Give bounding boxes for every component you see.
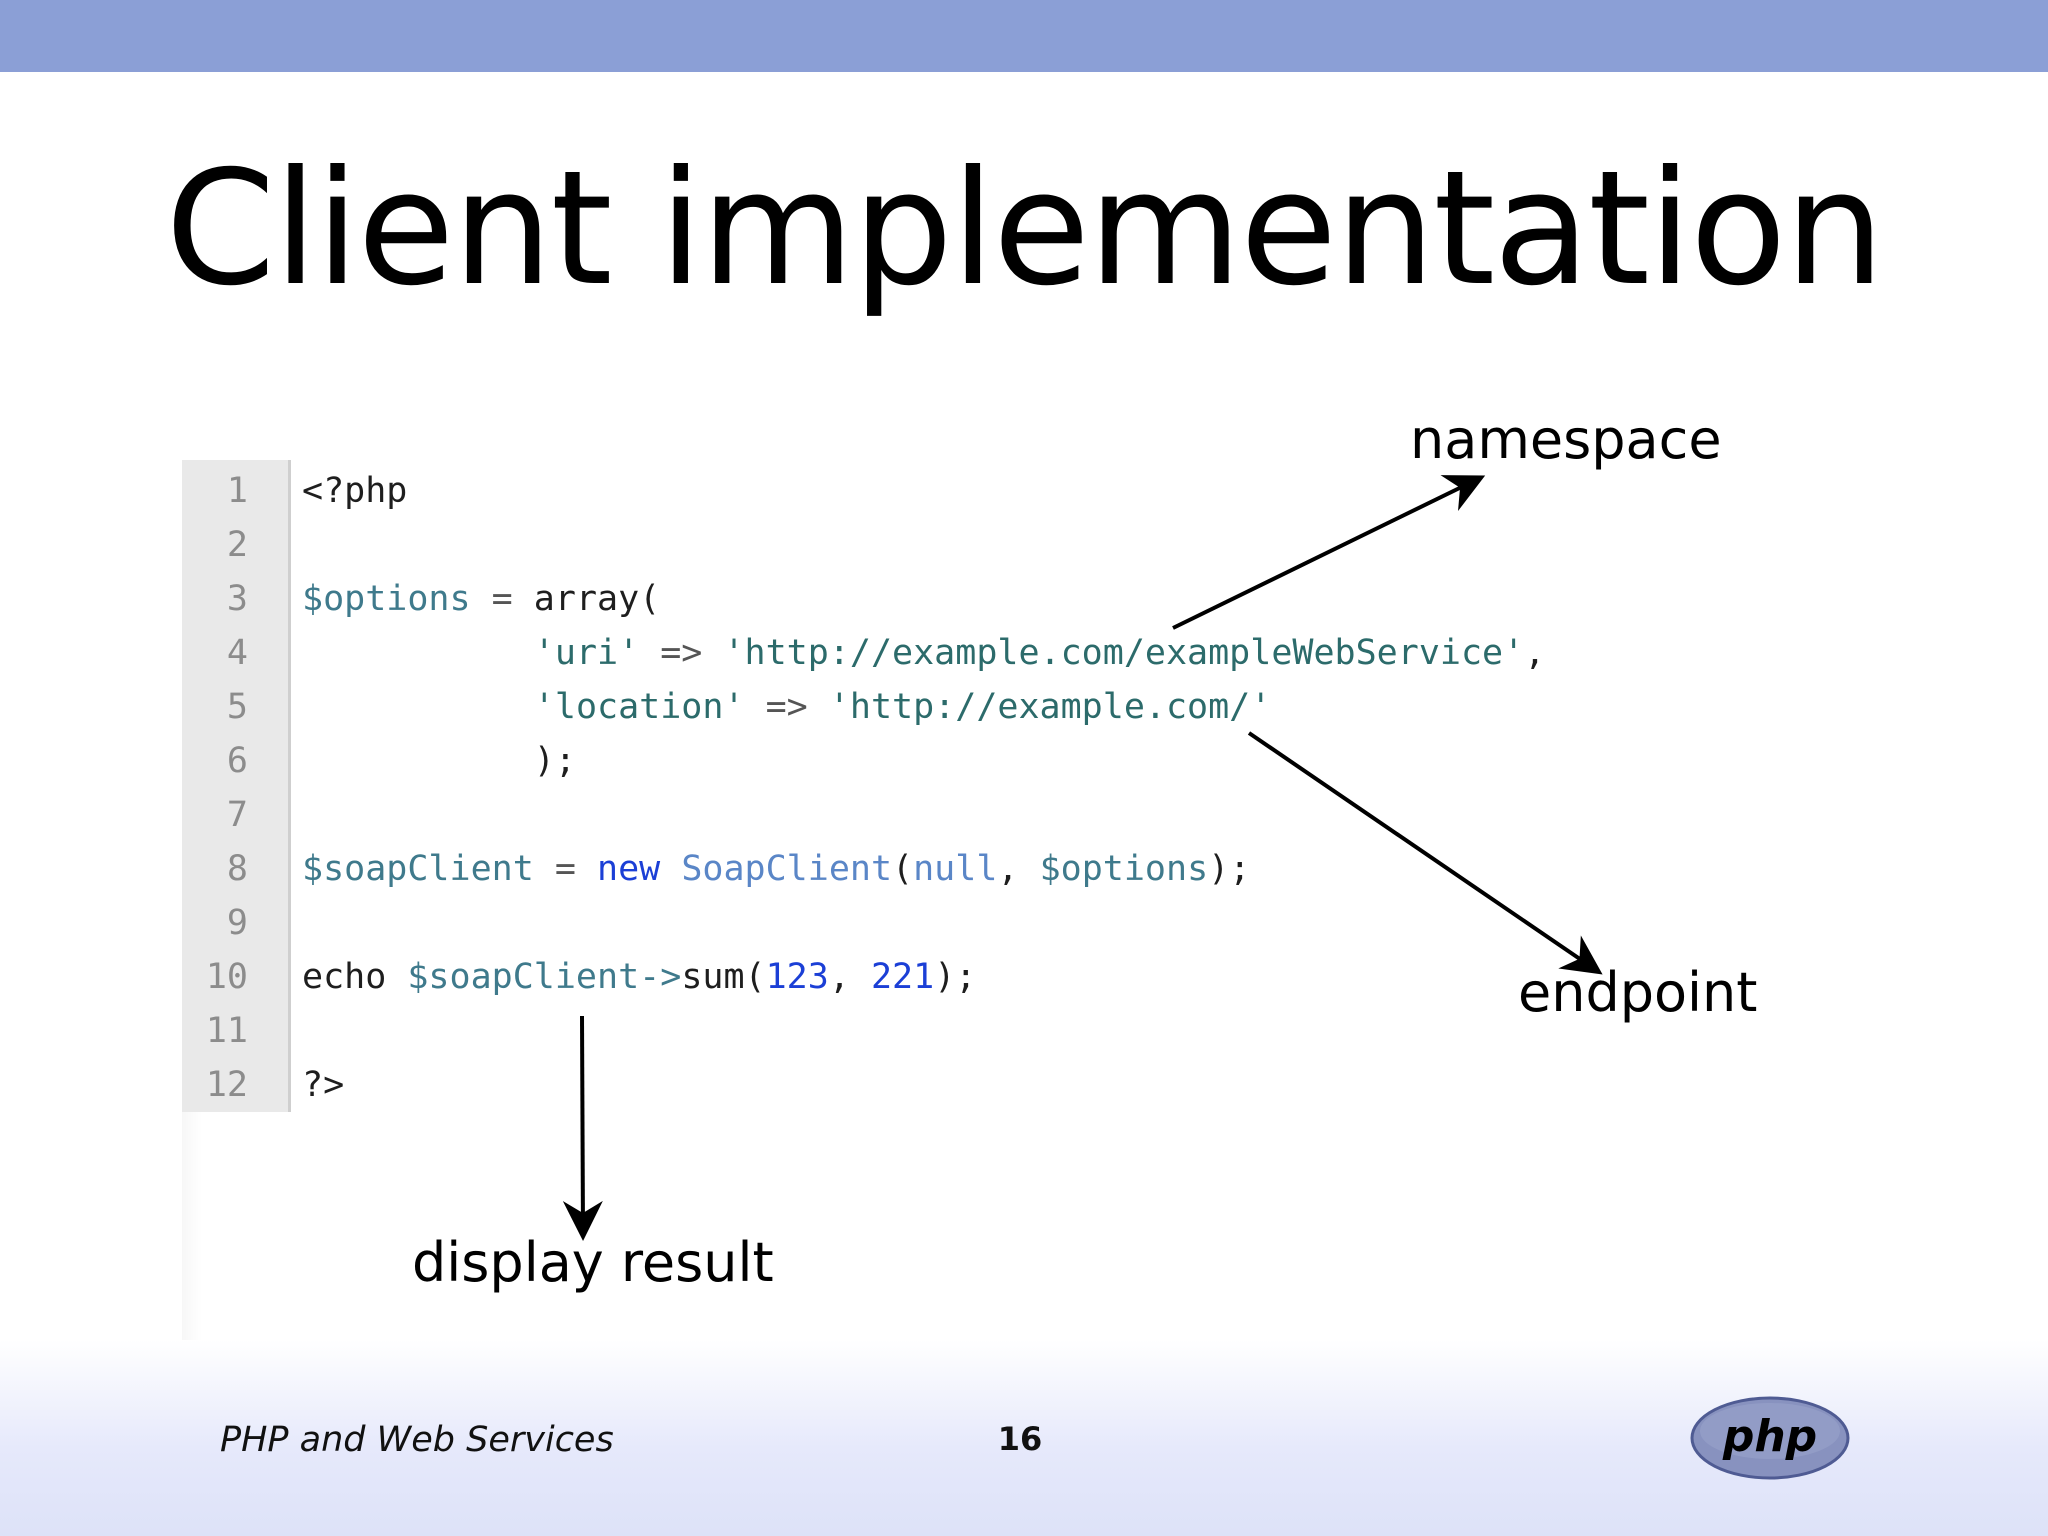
code-punct: , (997, 849, 1040, 889)
code-line-5: 'location' => 'http://example.com/' (302, 680, 1272, 734)
line-number: 1 (226, 471, 248, 511)
slide-title: Client implementation (165, 137, 1885, 321)
code-string: 'http://example.com/' (828, 687, 1272, 727)
code-line-1: <?php (302, 464, 407, 518)
line-number: 8 (226, 849, 248, 889)
code-echo: echo (302, 957, 408, 997)
php-logo-icon: php (1690, 1396, 1850, 1480)
line-number-gutter: 1 2 3 4 5 6 7 8 9 10 11 12 (182, 460, 291, 1112)
php-open-tag: <?php (302, 471, 408, 511)
code-op: = (533, 849, 598, 889)
code-punct: ); (1208, 849, 1251, 889)
line-number: 12 (205, 1065, 248, 1105)
display-result-arrow (562, 1015, 603, 1241)
line-number: 4 (226, 633, 248, 673)
line-number: 7 (226, 795, 248, 835)
line-number: 10 (205, 957, 248, 997)
namespace-arrow (1172, 475, 1486, 630)
code-string: 'http://example.com/exampleWebService' (723, 633, 1525, 673)
code-punct: ); (934, 957, 977, 997)
line-number: 3 (226, 579, 248, 619)
code-line-10: echo $soapClient->sum(123, 221); (302, 950, 976, 1004)
line-number: 6 (226, 741, 248, 781)
code-fn: array( (533, 579, 661, 619)
code-null: null (913, 849, 998, 889)
page-number: 16 (997, 1420, 1043, 1458)
code-op: => (744, 687, 829, 727)
code-keyword: new (597, 849, 661, 889)
footer-title: PHP and Web Services (220, 1420, 614, 1460)
namespace-label: namespace (1410, 408, 1722, 471)
top-bar (0, 0, 2048, 72)
code-string: 'location' (533, 687, 745, 727)
code-punct: ); (533, 741, 576, 781)
code-op: => (639, 633, 724, 673)
code-punct: ( (892, 849, 914, 889)
code-class: SoapClient (681, 849, 893, 889)
php-logo-text: php (1722, 1411, 1817, 1462)
line-number: 11 (205, 1011, 248, 1051)
php-close-tag: ?> (302, 1065, 345, 1105)
line-number: 9 (226, 903, 248, 943)
line-number: 5 (226, 687, 248, 727)
code-line-12: ?> (302, 1058, 344, 1112)
code-var: $options (1039, 849, 1209, 889)
code-number: 123 (765, 957, 829, 997)
code-line-3: $options = array( (302, 572, 660, 626)
code-punct: , (828, 957, 871, 997)
code-var: $soapClient (302, 849, 534, 889)
code-line-8: $soapClient = new SoapClient(null, $opti… (302, 842, 1250, 896)
endpoint-label: endpoint (1518, 961, 1758, 1024)
endpoint-arrow (1247, 731, 1603, 975)
code-string: 'uri' (533, 633, 640, 673)
code-op: -> (639, 957, 682, 997)
display-result-label: display result (412, 1231, 774, 1294)
line-number: 2 (226, 525, 248, 565)
code-var: $options (302, 579, 471, 619)
code-line-4: 'uri' => 'http://example.com/exampleWebS… (302, 626, 1545, 680)
code-punct: , (1524, 633, 1546, 673)
code-fn: sum( (681, 957, 766, 997)
code-op: = (470, 579, 534, 619)
code-number: 221 (870, 957, 935, 997)
code-screenshot: 1 2 3 4 5 6 7 8 9 10 11 12 <?php $option… (182, 460, 1732, 1340)
code-line-6: ); (302, 734, 576, 788)
code-var: $soapClient (407, 957, 640, 997)
